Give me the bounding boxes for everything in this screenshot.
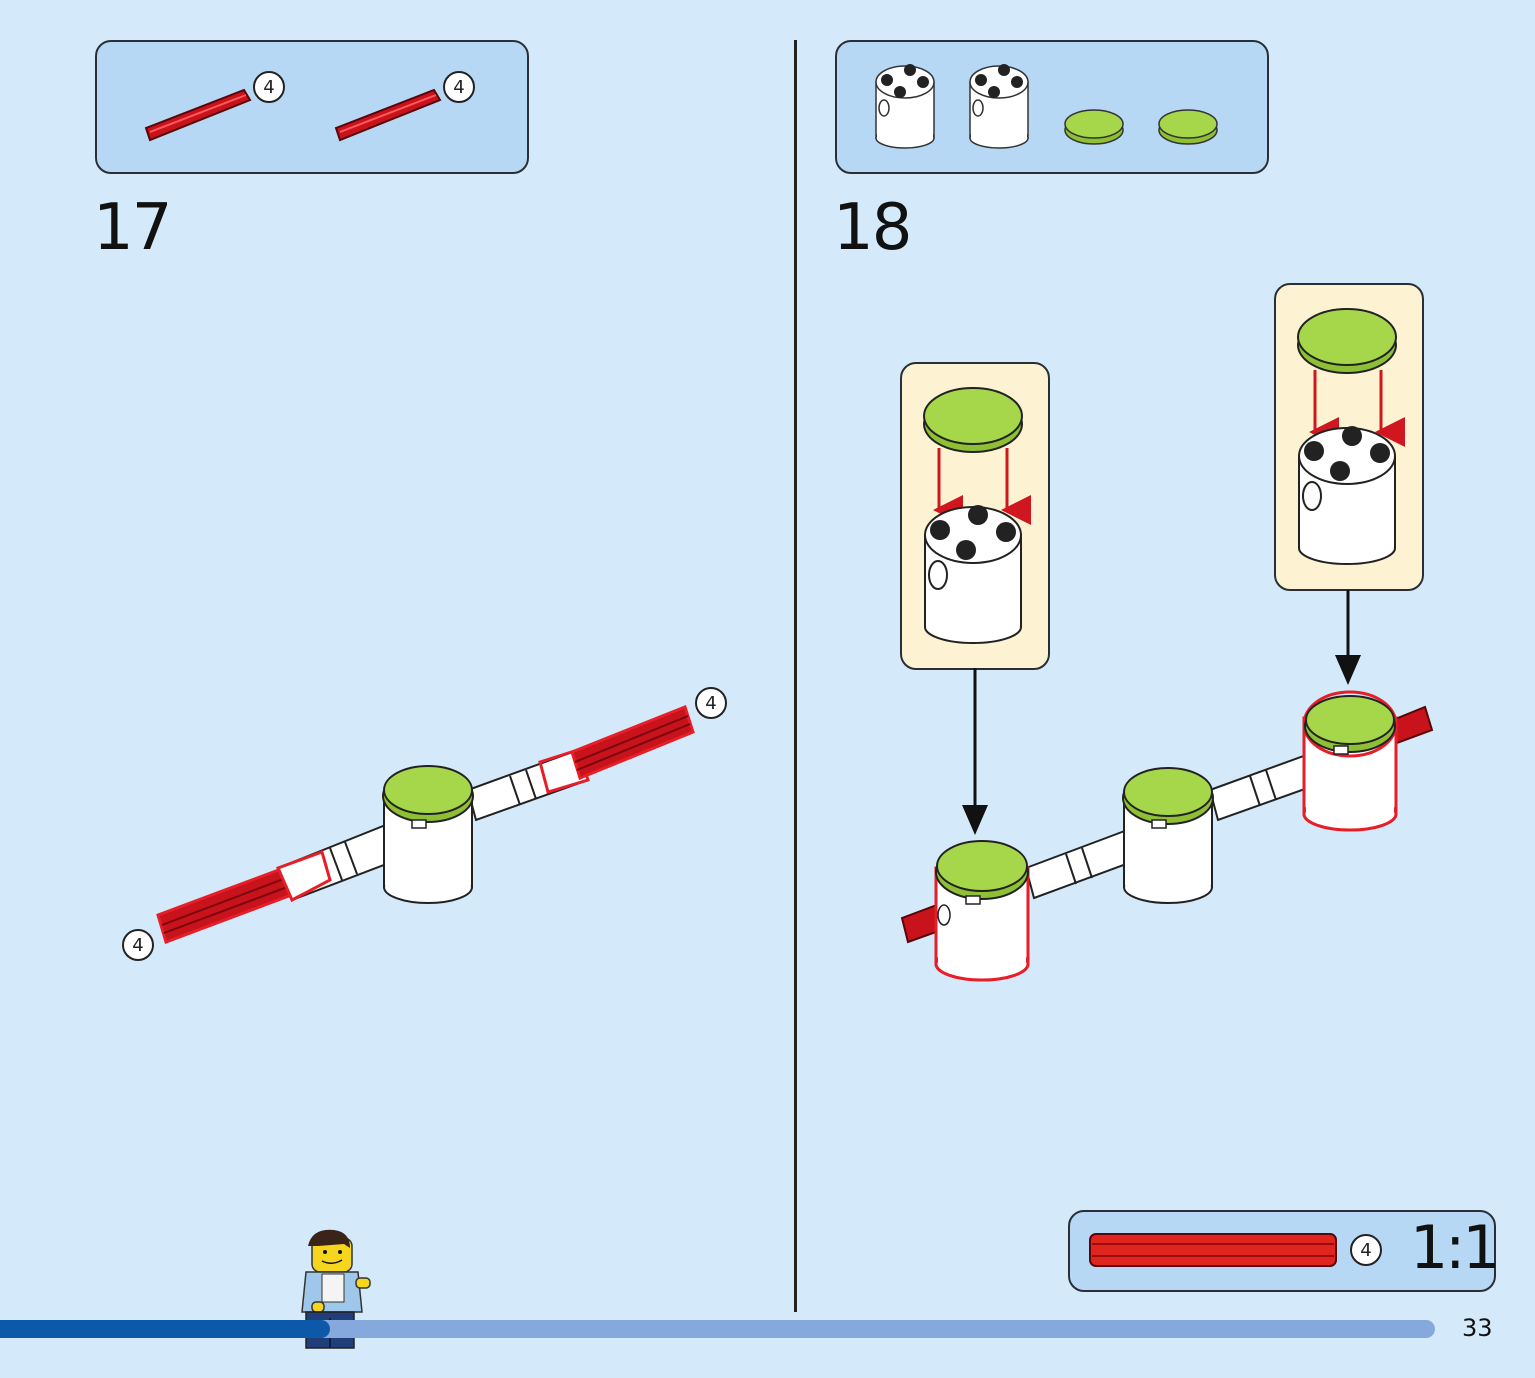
red-axle-part: [144, 88, 252, 142]
page-divider: [794, 40, 797, 1312]
down-arrow-icon: [962, 668, 988, 835]
white-round-brick-part: [969, 64, 1029, 149]
red-axle: [570, 705, 695, 781]
round-brick-highlighted: [934, 840, 1030, 982]
red-axle-1to1: [1089, 1233, 1337, 1267]
step-number-17: 17: [93, 191, 172, 265]
white-round-brick: [382, 765, 474, 904]
red-axle-part: [334, 88, 442, 142]
callout-tile: [1297, 308, 1397, 374]
step-number-18: 18: [833, 191, 912, 265]
page-progress-track: [0, 1320, 1435, 1338]
callout-tile: [923, 387, 1023, 453]
lime-round-tile-part: [1158, 109, 1218, 145]
axle-qty-callout: 4: [695, 687, 727, 719]
scale-qty-badge: 4: [1350, 1234, 1382, 1266]
scale-label: 1:1: [1410, 1213, 1501, 1283]
lime-round-tile-part: [1064, 109, 1124, 145]
white-round-brick: [1122, 767, 1214, 904]
part-qty-badge: 4: [443, 71, 475, 103]
red-arrow-icon: [1309, 370, 1405, 447]
part-qty-badge: 4: [253, 71, 285, 103]
callout-round-brick: [924, 505, 1022, 644]
red-arrow-icon: [933, 448, 1031, 525]
axle-qty-callout: 4: [122, 929, 154, 961]
step-17-parts-box: [95, 40, 529, 174]
down-arrow-icon: [1335, 590, 1361, 685]
page-progress-fill: [0, 1320, 330, 1338]
white-axle-connector: [466, 748, 590, 822]
white-round-brick-part: [875, 64, 935, 149]
page-number: 33: [1462, 1314, 1493, 1342]
round-brick-highlighted: [1302, 690, 1398, 832]
callout-round-brick: [1298, 426, 1396, 565]
